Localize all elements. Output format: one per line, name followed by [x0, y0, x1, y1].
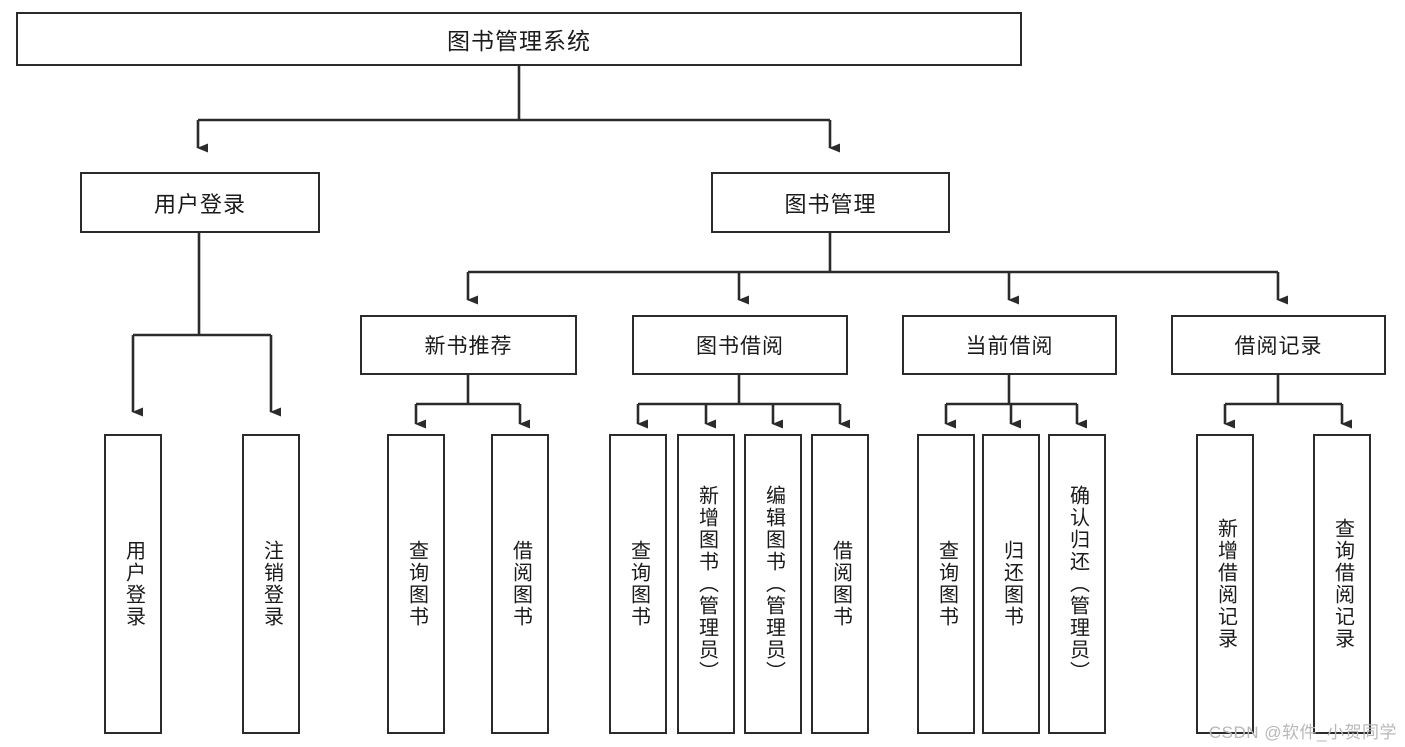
leaf-current-borrow-confirm-return[interactable]: 确认归还（管理员）	[1048, 434, 1106, 734]
leaf-new-book-borrow-book-label: 借阅图书	[509, 540, 532, 628]
leaf-new-book-query-book[interactable]: 查询图书	[387, 434, 445, 734]
node-borrow-record[interactable]: 借阅记录	[1171, 315, 1386, 375]
leaf-borrow-record-query-record[interactable]: 查询借阅记录	[1313, 434, 1371, 734]
node-root-system[interactable]: 图书管理系统	[16, 12, 1022, 66]
leaf-current-borrow-return-book-label: 归还图书	[1000, 540, 1023, 628]
node-new-book-recommend-label: 新书推荐	[424, 335, 513, 358]
leaf-user-login-logout[interactable]: 注销登录	[242, 434, 300, 734]
node-current-borrow[interactable]: 当前借阅	[902, 315, 1117, 375]
node-book-management-label: 图书管理	[784, 191, 877, 217]
leaf-current-borrow-query-book-label: 查询图书	[935, 540, 958, 628]
leaf-book-borrow-add-book[interactable]: 新增图书（管理员）	[677, 434, 735, 734]
leaf-current-borrow-query-book[interactable]: 查询图书	[917, 434, 975, 734]
leaf-new-book-borrow-book[interactable]: 借阅图书	[491, 434, 549, 734]
csdn-watermark: CSDN @软件_小贺同学	[1208, 723, 1397, 742]
leaf-book-borrow-query-book[interactable]: 查询图书	[609, 434, 667, 734]
leaf-current-borrow-return-book[interactable]: 归还图书	[982, 434, 1040, 734]
node-book-borrow-label: 图书借阅	[696, 335, 784, 358]
node-book-borrow[interactable]: 图书借阅	[632, 315, 848, 375]
node-borrow-record-label: 借阅记录	[1234, 335, 1323, 358]
leaf-book-borrow-edit-book[interactable]: 编辑图书（管理员）	[744, 434, 802, 734]
leaf-borrow-record-add-record[interactable]: 新增借阅记录	[1196, 434, 1254, 734]
node-new-book-recommend[interactable]: 新书推荐	[360, 315, 577, 375]
leaf-borrow-record-query-record-label: 查询借阅记录	[1331, 518, 1354, 650]
node-current-borrow-label: 当前借阅	[965, 335, 1054, 358]
node-book-management[interactable]: 图书管理	[711, 172, 950, 233]
leaf-current-borrow-confirm-return-label: 确认归还（管理员）	[1066, 485, 1089, 683]
leaf-book-borrow-borrow-book-label: 借阅图书	[829, 540, 852, 628]
leaf-book-borrow-query-book-label: 查询图书	[627, 540, 650, 628]
leaf-new-book-query-book-label: 查询图书	[405, 540, 428, 628]
leaf-book-borrow-add-book-label: 新增图书（管理员）	[695, 485, 718, 683]
node-root-system-label: 图书管理系统	[447, 28, 591, 54]
leaf-borrow-record-add-record-label: 新增借阅记录	[1214, 518, 1237, 650]
leaf-book-borrow-edit-book-label: 编辑图书（管理员）	[762, 485, 785, 683]
leaf-user-login-logout-label: 注销登录	[260, 540, 283, 628]
node-user-login-label: 用户登录	[153, 191, 246, 217]
leaf-user-login-login[interactable]: 用户登录	[104, 434, 162, 734]
leaf-book-borrow-borrow-book[interactable]: 借阅图书	[811, 434, 869, 734]
leaf-user-login-login-label: 用户登录	[122, 540, 145, 628]
node-user-login[interactable]: 用户登录	[80, 172, 320, 233]
